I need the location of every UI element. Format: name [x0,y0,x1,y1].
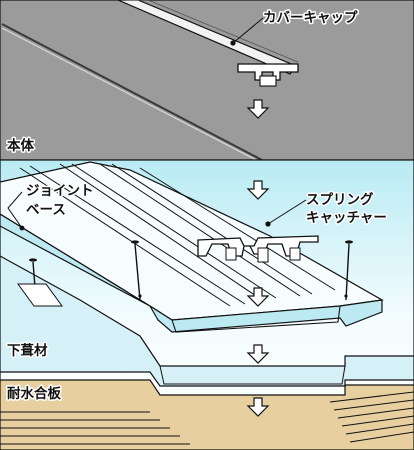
joint-base [0,161,384,333]
label-underlayment: 下葺材 [7,342,48,359]
spring-catcher [197,235,319,263]
nail-icon [344,240,353,301]
main-body-panel [0,0,414,161]
assembly-panel [0,159,414,450]
label-joint-base-line2: ベース [26,202,66,218]
main-body-panel-bg [0,0,414,161]
main-body-joint-line [1,23,263,161]
down-arrow-icon [246,287,270,307]
label-spring-catcher-line1: スプリング [306,191,374,208]
label-cover-cap: カバーキャップ [263,10,358,26]
fixing-plate [17,283,63,307]
down-arrow-icon [246,99,270,119]
joint-base-leader [7,191,23,229]
underlayment-layer [0,255,414,387]
down-arrow-icon [246,397,270,417]
nail-icon [131,240,142,301]
cover-cap-leader [232,17,264,44]
plywood-layer [0,379,414,450]
label-main-body: 本体 [7,137,34,154]
down-arrow-icon [246,344,270,364]
down-arrow-icon [246,180,270,200]
spring-catcher-leader [267,199,307,225]
label-plywood: 耐水合板 [7,385,61,402]
label-spring-catcher-line2: キャッチャー [306,210,387,226]
label-joint-base-line1: ジョイント [26,183,94,199]
cover-cap-profile [237,63,299,87]
